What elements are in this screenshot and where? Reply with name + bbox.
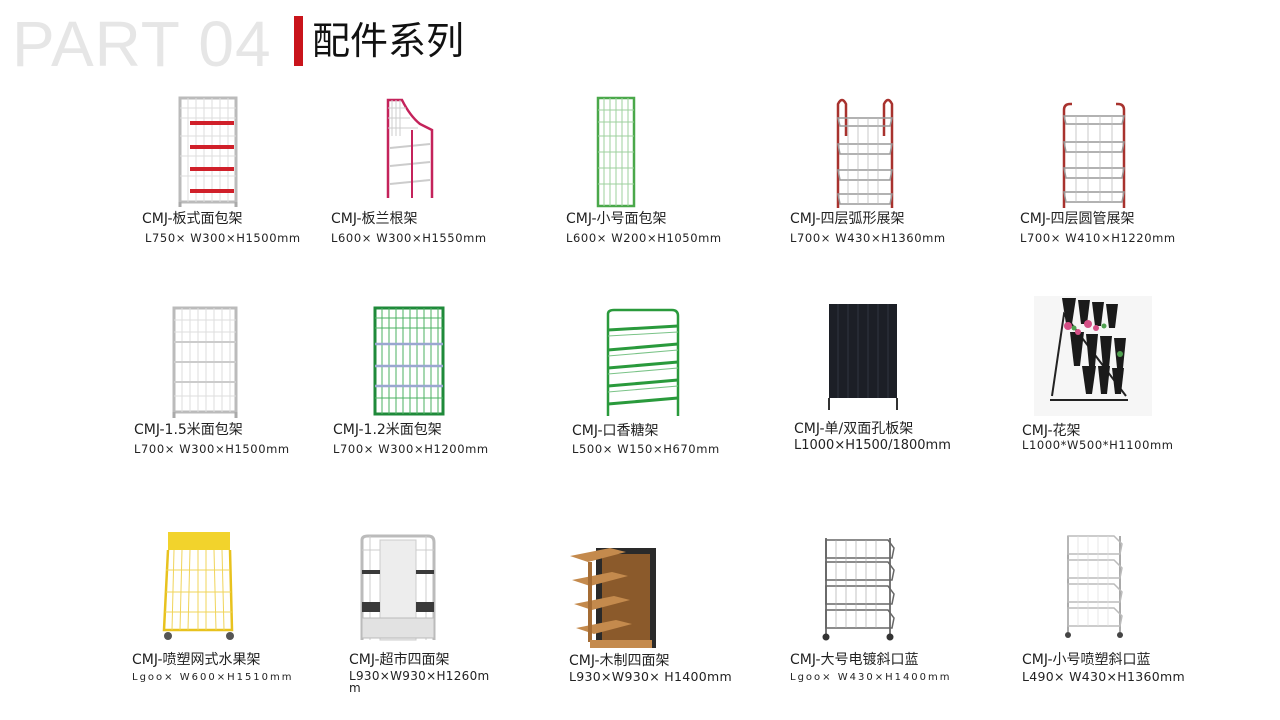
- pegboard-rack-image: [826, 302, 900, 412]
- product-name: CMJ-小号喷塑斜口蓝: [1022, 652, 1151, 668]
- page-title: 配件系列: [312, 19, 465, 63]
- bread-rack-board-image: [176, 96, 240, 208]
- product-name: CMJ-四层弧形展架: [790, 211, 905, 227]
- product-name: CMJ-板兰根架: [331, 211, 418, 227]
- product-name: CMJ-单/双面孔板架: [794, 421, 914, 437]
- product-size: L600× W300×H1550mm: [331, 231, 487, 245]
- product-size: L1000*W500*H1100mm: [1022, 438, 1174, 452]
- product-name: CMJ-1.2米面包架: [333, 422, 442, 438]
- product-name: CMJ-大号电镀斜口蓝: [790, 652, 919, 668]
- product-size: L1000×H1500/1800mm: [794, 438, 951, 453]
- product-name: CMJ-四层圆管展架: [1020, 211, 1135, 227]
- wooden-four-sided-rack-image: [566, 544, 660, 652]
- fruit-rack-image: [160, 530, 236, 642]
- product-size: Lgoo× W600×H1510mm: [132, 672, 294, 683]
- product-name: CMJ-花架: [1022, 423, 1081, 439]
- four-tier-arc-rack-image: [832, 96, 898, 210]
- four-tier-round-tube-rack-image: [1058, 102, 1130, 210]
- product-size: L500× W150×H670mm: [572, 442, 720, 456]
- product-name: CMJ-喷塑网式水果架: [132, 652, 261, 668]
- product-name: CMJ-超市四面架: [349, 652, 450, 668]
- product-size: L930×W930×H1260mm: [349, 669, 490, 695]
- supermarket-four-sided-rack-image: [358, 534, 438, 646]
- product-size: L700× W410×H1220mm: [1020, 231, 1176, 245]
- banlangen-rack-image: [384, 96, 436, 200]
- small-sprayed-slant-basket-image: [1062, 532, 1126, 640]
- gum-rack-image: [604, 308, 682, 418]
- product-size: L600× W200×H1050mm: [566, 231, 722, 245]
- product-size: L700× W430×H1360mm: [790, 231, 946, 245]
- product-size: L750× W300×H1500mm: [145, 231, 301, 245]
- small-bread-rack-image: [594, 96, 638, 208]
- product-name: CMJ-板式面包架: [142, 211, 243, 227]
- product-size: L490× W430×H1360mm: [1022, 669, 1185, 684]
- bread-rack-1-2m-image: [372, 306, 446, 418]
- product-name: CMJ-口香糖架: [572, 423, 659, 439]
- accent-bar: [294, 16, 303, 66]
- product-size: L700× W300×H1200mm: [333, 442, 489, 456]
- product-name: CMJ-1.5米面包架: [134, 422, 243, 438]
- product-size: L930×W930× H1400mm: [569, 669, 732, 684]
- product-size: Lgoo× W430×H1400mm: [790, 672, 952, 683]
- large-plated-slant-basket-image: [820, 536, 896, 642]
- part-label: PART 04: [12, 8, 272, 80]
- product-name: CMJ-木制四面架: [569, 653, 670, 669]
- product-size: L700× W300×H1500mm: [134, 442, 290, 456]
- flower-rack-image: [1034, 296, 1152, 416]
- bread-rack-1-5m-image: [170, 306, 240, 420]
- product-name: CMJ-小号面包架: [566, 211, 667, 227]
